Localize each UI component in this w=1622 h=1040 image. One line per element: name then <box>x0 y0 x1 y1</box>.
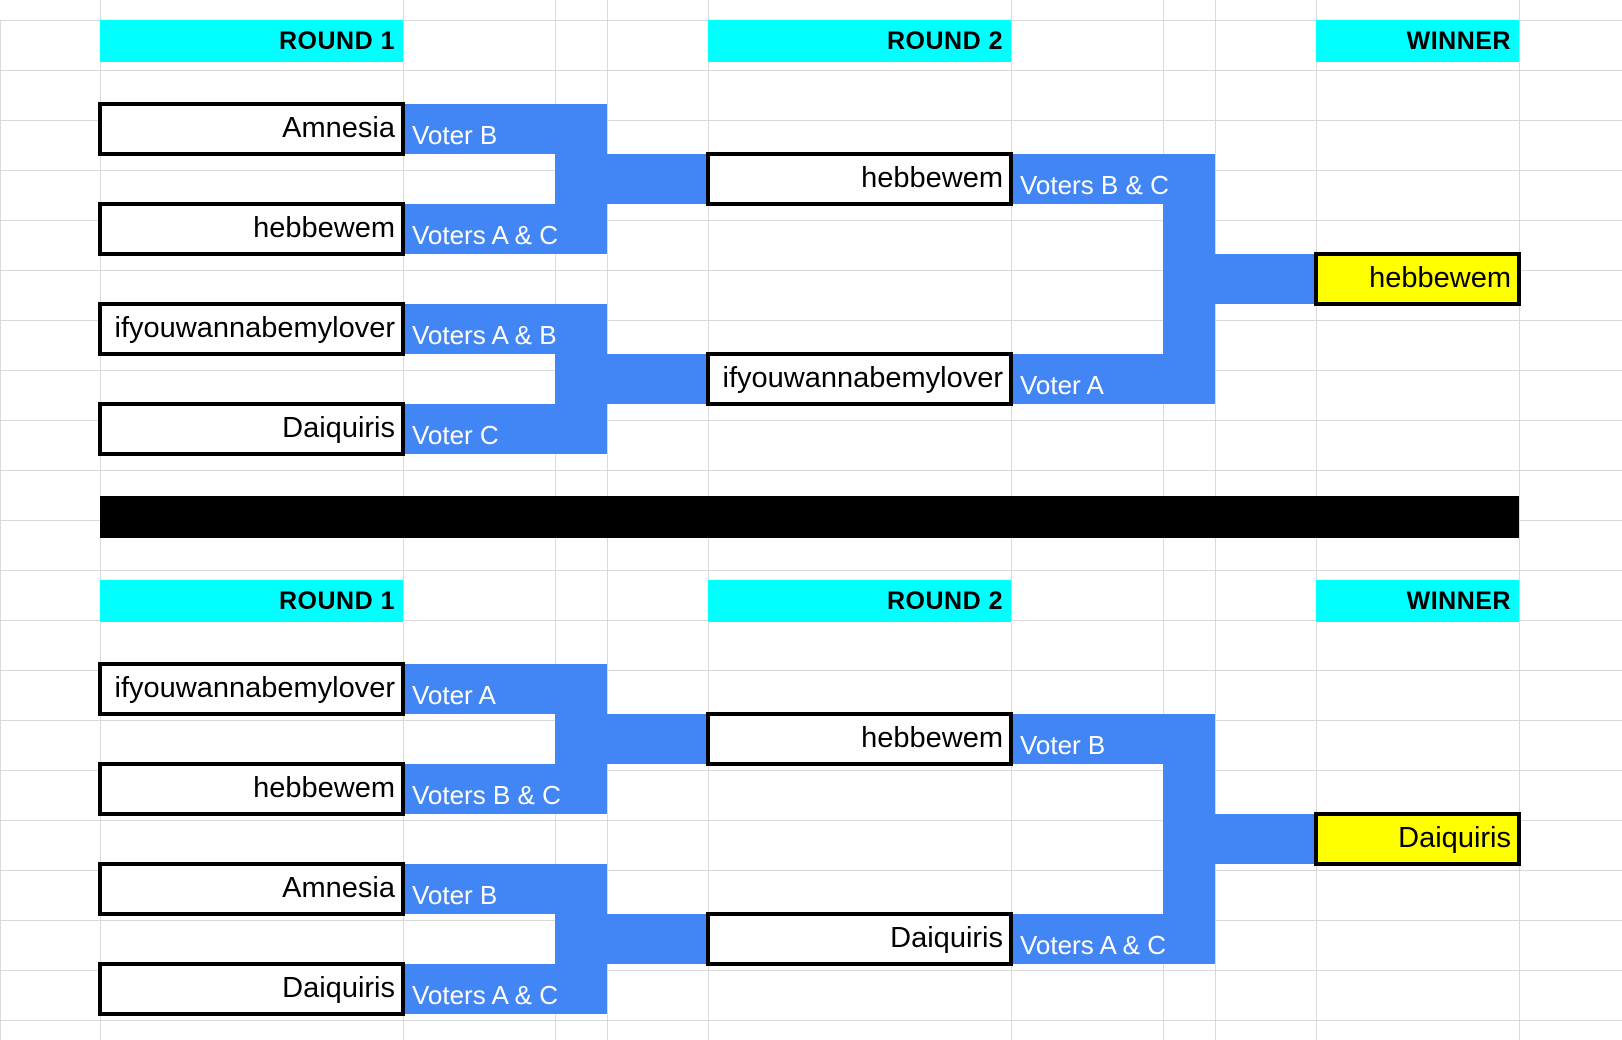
round1-entry: Daiquiris <box>98 402 405 456</box>
round1-header: ROUND 1 <box>100 20 403 62</box>
connector <box>403 404 607 454</box>
round1-entry: hebbewem <box>98 762 405 816</box>
round1-entry: Daiquiris <box>98 962 405 1016</box>
vote-label: Voter C <box>412 420 499 450</box>
round2-entry: hebbewem <box>706 712 1013 766</box>
round2-header: ROUND 2 <box>708 580 1011 622</box>
connector <box>1011 714 1215 764</box>
round1-entry: ifyouwannabemylover <box>98 662 405 716</box>
connector <box>555 354 708 404</box>
connector <box>403 864 607 914</box>
vote-label: Voters B & C <box>1020 170 1169 200</box>
connector <box>555 914 708 964</box>
connector <box>403 764 607 814</box>
vote-label: Voters B & C <box>412 780 561 810</box>
round1-entry: hebbewem <box>98 202 405 256</box>
connector <box>1011 914 1215 964</box>
gridline <box>1519 0 1520 1040</box>
vote-label: Voter A <box>412 680 496 710</box>
connector <box>555 714 708 764</box>
round2-header: ROUND 2 <box>708 20 1011 62</box>
vote-label: Voter B <box>412 120 498 150</box>
connector <box>1011 154 1215 204</box>
round1-entry: ifyouwannabemylover <box>98 302 405 356</box>
vote-label: Voter B <box>412 880 498 910</box>
round2-entry: hebbewem <box>706 152 1013 206</box>
vote-label: Voters A & C <box>412 980 558 1010</box>
vote-label: Voter B <box>1020 730 1106 760</box>
connector <box>403 104 607 154</box>
round1-entry: Amnesia <box>98 102 405 156</box>
connector <box>403 204 607 254</box>
connector <box>403 304 607 354</box>
round2-entry: ifyouwannabemylover <box>706 352 1013 406</box>
round1-header: ROUND 1 <box>100 580 403 622</box>
connector <box>1215 254 1316 304</box>
connector <box>555 154 708 204</box>
winner-header: WINNER <box>1316 580 1519 622</box>
separator-bar <box>100 496 1519 538</box>
vote-label: Voter A <box>1020 370 1104 400</box>
vote-label: Voters A & B <box>412 320 557 350</box>
vote-label: Voters A & C <box>1020 930 1166 960</box>
vote-label: Voters A & C <box>412 220 558 250</box>
connector <box>1215 814 1316 864</box>
winner-header: WINNER <box>1316 20 1519 62</box>
winner-entry: Daiquiris <box>1314 812 1521 866</box>
connector <box>403 964 607 1014</box>
round2-entry: Daiquiris <box>706 912 1013 966</box>
round1-entry: Amnesia <box>98 862 405 916</box>
connector <box>403 664 607 714</box>
connector <box>1011 354 1215 404</box>
winner-entry: hebbewem <box>1314 252 1521 306</box>
